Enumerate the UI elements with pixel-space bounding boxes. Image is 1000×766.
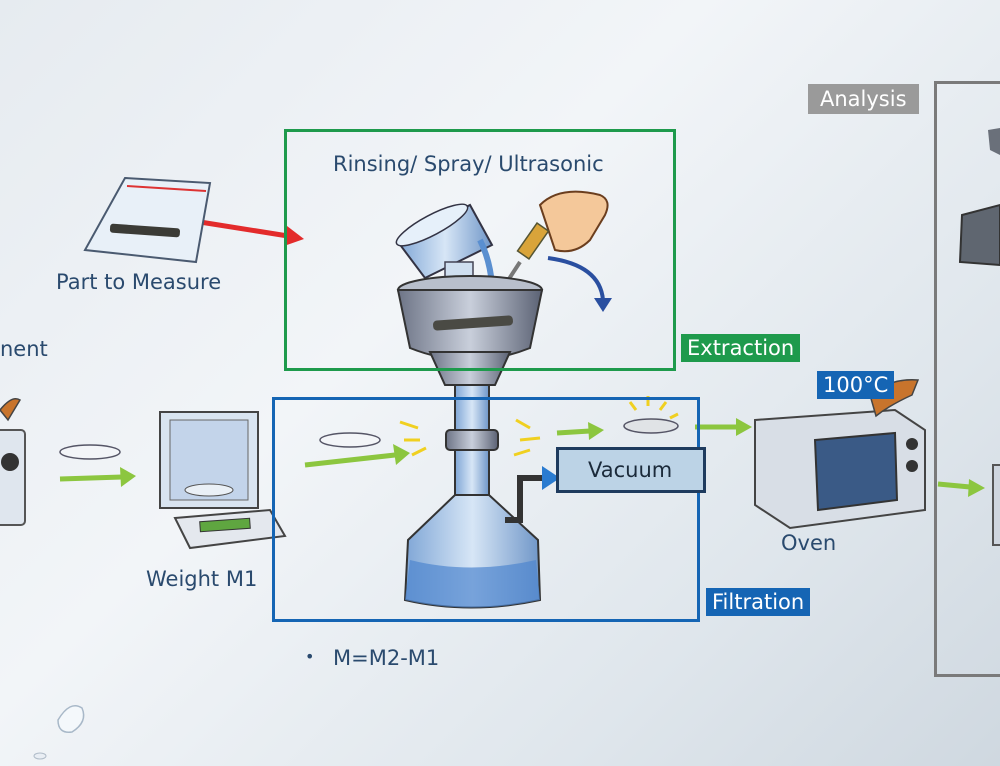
filter-disc-icon	[59, 444, 121, 460]
filtration-frame	[272, 397, 700, 622]
rinsing-label: Rinsing/ Spray/ Ultrasonic	[333, 152, 604, 176]
temperature-tag: 100°C	[817, 371, 895, 399]
red-arrow	[199, 219, 304, 246]
vacuum-box	[556, 447, 706, 493]
filter-disc-icon	[623, 418, 679, 434]
balance-icon	[159, 411, 287, 550]
oven-icon	[754, 379, 926, 530]
analysis-tag: Analysis	[808, 84, 919, 114]
formula-bullet: •	[305, 647, 315, 666]
microscope-icon	[958, 128, 1000, 546]
filtration-tag: Filtration	[706, 588, 811, 616]
formula-label: M=M2-M1	[333, 646, 440, 670]
analysis-frame	[934, 81, 1000, 677]
weight-m1-label: Weight M1	[146, 567, 258, 591]
extraction-frame	[284, 129, 676, 371]
equipment-icon	[0, 398, 26, 526]
spray-gun-icon	[503, 190, 612, 312]
funnel-icon	[396, 275, 544, 386]
oven-label: Oven	[781, 531, 837, 555]
filter-disc-icon	[319, 432, 381, 448]
part-to-measure-label: Part to Measure	[56, 270, 222, 294]
bag-icon	[83, 176, 212, 264]
filtration-flask-icon	[403, 384, 560, 609]
droplet-icon	[33, 705, 85, 760]
extraction-tag: Extraction	[681, 334, 801, 362]
equipment-label: nent	[0, 337, 48, 361]
vacuum-label: Vacuum	[588, 458, 673, 482]
flow-arrows	[59, 418, 985, 497]
